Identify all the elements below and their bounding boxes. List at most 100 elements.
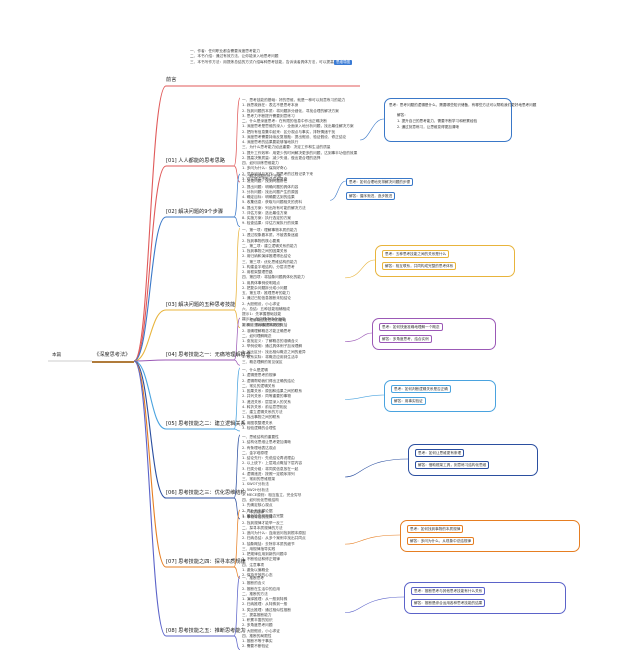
branch-edge	[233, 309, 241, 329]
category-line: 2. 把所有信息集中起来：区分观点与事实，排除情绪干扰	[242, 129, 336, 134]
category-line: 三、提高推断能力	[242, 612, 272, 617]
note-box: 思考：如何让思维更有条理解答：借助框架工具，刻意练习结构化思维	[408, 444, 538, 476]
category-line: 9. 检查结果：评估方案执行的效果	[242, 221, 299, 226]
note-text: 2. 通过刻意练习，让思维变得更加清晰	[397, 125, 460, 129]
category-line: 1. 用具体事例说明观点	[242, 280, 280, 285]
category-line: 2. 提出问题：明确问题的具体内容	[242, 184, 299, 189]
category-line: 提示3：持续反思和改进	[242, 322, 282, 327]
branch-edge	[233, 497, 241, 520]
category-line: 2. 用归纳和演绎推理得出结论	[242, 254, 291, 259]
category-line: 1. 找到事物之间的因果关系	[242, 249, 288, 253]
category-line: 六、总结：五种技能相辅相成	[242, 306, 290, 311]
category-line: 一、解决问题的9个步骤	[242, 174, 282, 178]
category-line: 6. 提出方案：列出所有可能的解决方法	[242, 205, 306, 210]
tag: 解答：多问为什么，从现象中总结规律	[407, 537, 475, 545]
note-box: 思考：如何判断逻辑关系是否正确解答：用事实验证	[384, 380, 496, 412]
category-line: 2. 再补充支撑论据	[242, 508, 273, 513]
category-label: [05] 思考技能之二：建立逻辑关系	[166, 421, 246, 427]
category-line: 四、如何优化思维结构	[242, 498, 279, 502]
branch-edge	[133, 309, 234, 362]
category-line: 4. 联系实际：将概念应用到生活中	[242, 354, 299, 359]
category-line: 2. 用框架整理思路	[242, 270, 273, 274]
category-line: 3. 检验逻辑的合理性	[242, 425, 277, 430]
category-line: 4. 转折关系：前后意思相反	[242, 404, 288, 409]
category-line: 1. 深度思考是思维的深入：全面深入地分析问题，找出最佳解决方案	[242, 124, 354, 129]
note-text: 1. 提升自己的思考能力，需要不断学习和积累经验	[397, 119, 478, 123]
category-line: 3. 在实践中不断总结和复盘	[242, 176, 288, 181]
category-label: [01] 人人都能的思考思路	[166, 158, 225, 164]
note-box: 思考：思考问题的逻辑是什么，需要哪些知识储备，有哪些方法可以帮助我们更好地思考问…	[384, 98, 536, 142]
tag: 思考：如何让思维更有条理	[415, 449, 465, 457]
category-line: 二、如何理解概念	[242, 333, 272, 338]
category-line: 四、如何训练思维能力	[242, 161, 279, 165]
category-line: 五、第五项：推理思考的能力	[242, 291, 290, 295]
category-line: 1. 积累丰富的知识	[242, 618, 273, 622]
category-label: [08] 思考技能之五：推断思考能力	[166, 628, 246, 634]
tag: 解答：借助框架工具，刻意练习结构化思维	[415, 461, 490, 469]
category-line: 2. 找到规律才能举一反三	[242, 520, 284, 525]
category-line: 1. 结构化思维让思考更加清晰	[242, 440, 291, 445]
category-line: 5. 收集信息：获取与问题相关的资料	[242, 200, 303, 205]
tag: 思考：推断思考与其他思考技能有什么关系	[411, 587, 486, 595]
category-line: 2. 把复杂问题拆分成小问题	[242, 285, 288, 290]
category-line: 3. 类比推理：通过相似性推断	[242, 607, 291, 612]
category-line: 二、金字塔原理	[242, 450, 268, 455]
category-line: 四、注意事项	[242, 562, 265, 567]
category-line: 二、推断的方法	[242, 591, 268, 596]
category-line: 3. 深度思考需要持续反复推敲：提出假设、验证假设、修正结论	[242, 134, 347, 139]
category-line: 二、第二项：建立逻辑关系的能力	[242, 243, 298, 248]
category-line: 一、思考技能的基础：好的思维，就是一种可以刻意练习的能力	[242, 98, 346, 102]
tag: 思考：如何判断逻辑关系是否正确	[391, 385, 451, 393]
category-line: 二、探寻本质规律的方法	[242, 525, 283, 530]
category-line: 1. 演绎推理：从一般到特殊	[242, 597, 288, 601]
category-label: [04] 思考技能之一：无痛地理解概念	[166, 352, 251, 358]
branch-edge	[233, 635, 241, 650]
branch-edge	[233, 173, 241, 218]
category-line: 1. 结论先行：先说结论再说理由	[242, 456, 295, 460]
category-line: 1. 推断的含义	[242, 581, 266, 586]
intro-line: 一、作者：任何职业都会需要深度思考能力	[190, 49, 261, 53]
category-line: 3. 最后检查结构是否完整	[242, 513, 284, 518]
category-line: 2. 多角度思考问题	[242, 623, 273, 628]
category-line: 一、理解概念是思考的基础	[242, 318, 287, 322]
tag: 解答：循序渐进，逐步推进	[346, 192, 396, 200]
category-line: 2. 大胆假设，小心求证	[242, 301, 280, 306]
category-line: 1. 查找定义：了解概念的准确含义	[242, 339, 299, 343]
note-box: 思考：如何找到事物的本质规律解答：多问为什么，从现象中总结规律	[400, 520, 580, 552]
category-line: 2. 坚持阅读与写作：把思考的过程记录下来	[242, 171, 314, 176]
category-line: 一、推断思考	[242, 576, 265, 580]
intro-label: 前言	[166, 77, 177, 83]
category-line: 1. 提升工作效率：用更少的时间解决更多的问题，达到事半功倍的效果	[242, 150, 358, 155]
branch-edge	[233, 509, 241, 568]
tag: 思考：五种思考技能之间的关系是什么	[382, 250, 450, 258]
category-line: 二、什么是深度思考：在有限的信息中作出正确决断	[242, 119, 327, 123]
root-underline	[92, 361, 134, 363]
category-line: 三、用规律指导实践	[242, 546, 276, 551]
category-line: 1. 找出事物之间的联系	[242, 415, 280, 420]
category-line: 2. 提高决策质量：减少失误，做出更合理的选择	[242, 155, 321, 160]
category-line: 2. 归纳总结：从多个案例中找出共同点	[242, 536, 306, 541]
branch-edge	[233, 227, 241, 311]
branch-edge	[233, 566, 241, 579]
branch-edge	[233, 367, 241, 430]
category-line: 提示2：在实践中综合运用	[242, 317, 285, 322]
category-line: 2. 逻辑帮助我们得出正确的结论	[242, 378, 295, 383]
category-line: 1. 推断不等于事实	[242, 639, 273, 643]
category-line: 2. 以上统下：上层观点概括下层内容	[242, 461, 303, 466]
category-line: 2. 用图表整理关系	[242, 420, 273, 425]
category-line: 4. 深度思考的结果要能够落地执行	[242, 140, 299, 144]
category-line: 2. 并列关系：同等重要的事物	[242, 394, 291, 399]
branch-edge	[133, 360, 234, 499]
category-line: 三、为什么思考能力如此重要：决定工作和生活的质量	[242, 145, 331, 150]
branch-edge	[133, 360, 234, 430]
intro-line: 三、本书写作方法：用提炼总结的方式介绍每种思考技能，告诉读者具体方法，可以提高思…	[190, 59, 349, 64]
category-line: 3. 归类分组：将同类信息放在一起	[242, 466, 299, 471]
category-line: 一、第一项：理解事物本质的能力	[242, 228, 298, 232]
branch-edge	[344, 458, 409, 478]
category-line: 1. 因果关系：原因和结果之间的联系	[242, 389, 303, 393]
tag: 解答：相互联系，共同构成完整的思考体系	[382, 262, 457, 270]
category-label: [03] 解决问题的五种思考技能	[166, 302, 236, 308]
